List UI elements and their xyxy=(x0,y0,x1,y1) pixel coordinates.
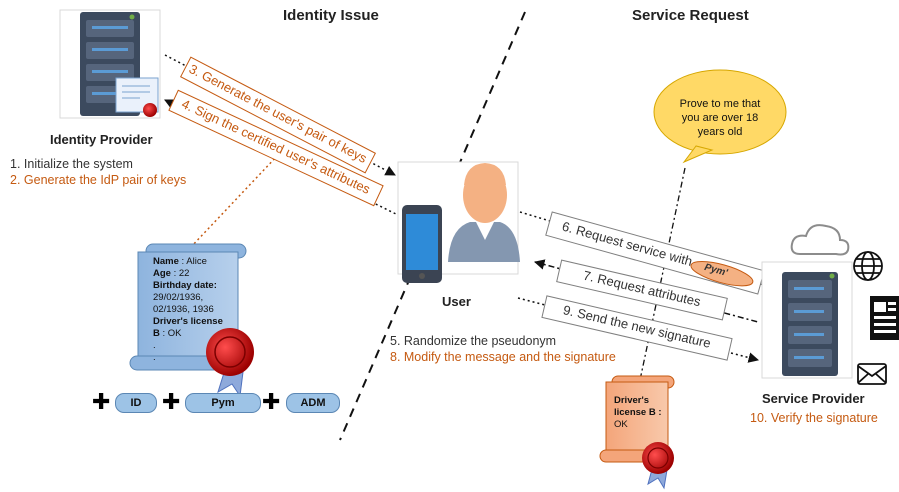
cert-birthday-2: 02/1936, 1936 xyxy=(153,304,214,315)
user-step-8: 8. Modify the message and the signature xyxy=(390,350,616,364)
plus-icon-2: ✚ xyxy=(162,389,181,414)
identity-issue-title: Identity Issue xyxy=(283,7,379,24)
cert-dot-2: . xyxy=(153,352,156,363)
cert-birthday-1: 29/02/1936, xyxy=(153,292,204,303)
globe-icon xyxy=(853,251,883,281)
derived-cert-value: OK xyxy=(614,419,628,430)
derived-cert-label-1: Driver's xyxy=(614,395,650,406)
wax-seal-icon xyxy=(206,328,254,398)
cloud-icon xyxy=(790,224,850,256)
cert-name: Name : Alice xyxy=(153,256,207,267)
service-provider-label: Service Provider xyxy=(762,391,865,406)
plus-icon-1: ✚ xyxy=(92,389,111,414)
bubble-link-line xyxy=(639,167,686,381)
certify-link-line xyxy=(189,154,279,249)
id-pill: ID xyxy=(115,393,157,413)
service-provider-server-icon xyxy=(761,261,853,379)
identity-provider-label: Identity Provider xyxy=(50,132,153,147)
arrow-step7 xyxy=(533,259,759,323)
arrow-step9 xyxy=(517,295,760,363)
arrow-step6 xyxy=(519,211,782,295)
cert-dot-1: . xyxy=(153,340,156,351)
derived-wax-seal-icon xyxy=(642,442,674,490)
user-label: User xyxy=(442,294,471,309)
speech-line-1: Prove to me that xyxy=(679,98,761,110)
mail-icon xyxy=(857,363,887,385)
user-step-5: 5. Randomize the pseudonym xyxy=(390,334,557,348)
identity-provider-steps: 1. Initialize the system 2. Generate the… xyxy=(10,156,186,188)
arrow-step3 xyxy=(164,54,396,176)
newspaper-icon xyxy=(870,296,899,340)
speech-bubble-text: Prove to me that you are over 18 years o… xyxy=(658,97,782,139)
plus-icon-3: ✚ xyxy=(262,389,281,414)
cert-age: Age : 22 xyxy=(153,268,190,279)
adm-pill: ADM xyxy=(286,393,340,413)
speech-line-2: you are over 18 xyxy=(681,112,759,124)
cert-license-label: Driver's license xyxy=(153,316,223,327)
user-steps: 5. Randomize the pseudonym 8. Modify the… xyxy=(390,333,616,365)
certificate-small-icon xyxy=(115,77,159,117)
arrow-step4 xyxy=(164,89,399,216)
cert-birthday-label: Birthday date: xyxy=(153,280,217,291)
certificate-content: Name : Alice Age : 22 Birthday date: 29/… xyxy=(153,256,239,364)
derived-certificate-content: Driver's license B : OK xyxy=(614,395,666,431)
service-request-title: Service Request xyxy=(632,7,749,24)
speech-line-3: years old xyxy=(697,126,743,138)
certificate-scroll xyxy=(129,243,247,371)
user-icon xyxy=(397,161,520,283)
service-provider-step-10: 10. Verify the signature xyxy=(750,411,878,425)
idp-step-2: 2. Generate the IdP pair of keys xyxy=(10,173,187,187)
idp-step-1: 1. Initialize the system xyxy=(10,157,133,171)
derived-cert-label-2: license B : xyxy=(614,407,662,418)
divider-line xyxy=(339,11,526,441)
pym-pill: Pym xyxy=(185,393,261,413)
cert-license-value: B : OK xyxy=(153,328,182,339)
speech-bubble xyxy=(653,69,787,164)
